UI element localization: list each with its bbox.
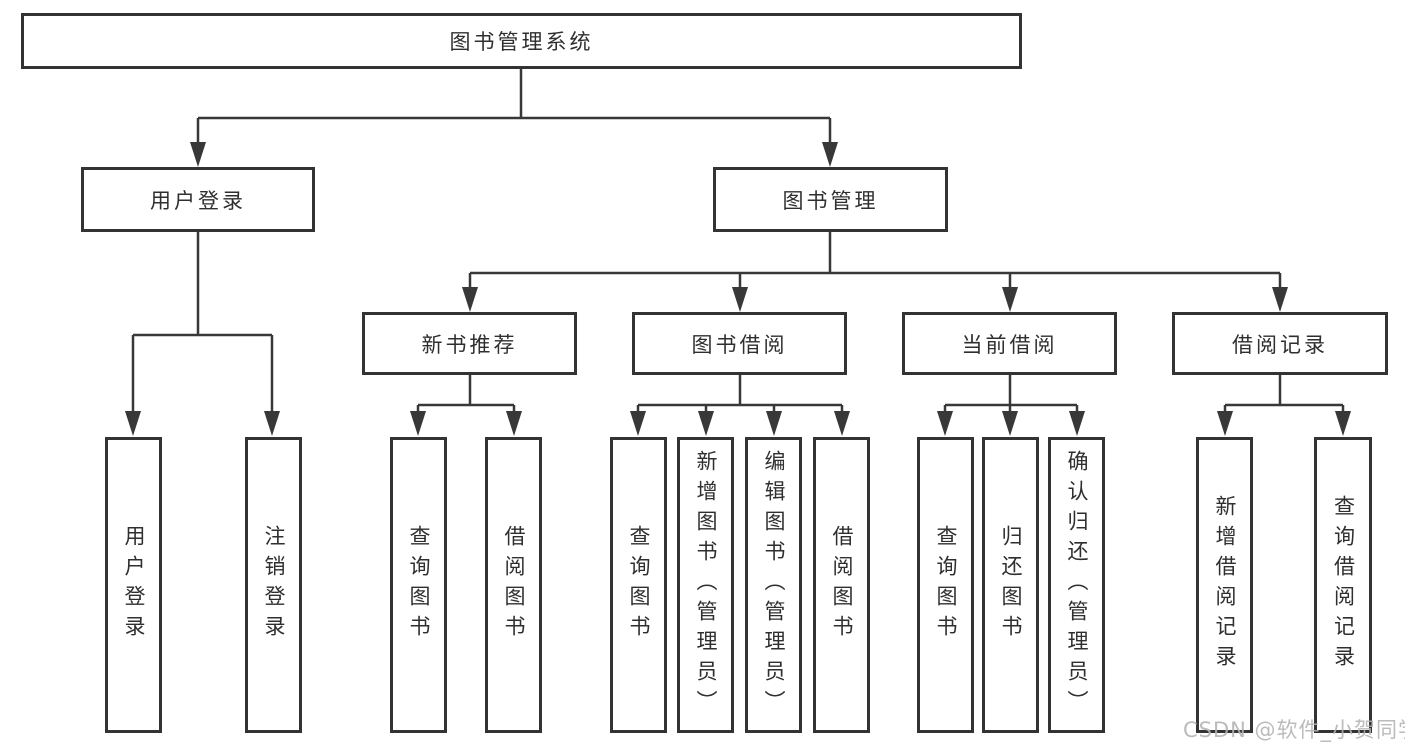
leaf-label: 确认归还（管理员）	[1065, 450, 1089, 720]
node-book-borrowing: 图书借阅	[632, 312, 847, 375]
leaf-logout: 注销登录	[245, 437, 302, 733]
leaf-label: 借阅图书	[502, 525, 526, 645]
leaf-label: 查询图书	[934, 525, 958, 645]
leaf-label: 查询图书	[627, 525, 651, 645]
leaf-label: 注销登录	[262, 525, 286, 645]
leaf-label: 借阅图书	[830, 525, 854, 645]
leaf-label: 查询图书	[407, 525, 431, 645]
leaf-borrow-books-borrowing: 借阅图书	[813, 437, 870, 733]
node-current-borrowing: 当前借阅	[902, 312, 1117, 375]
leaf-label: 新增借阅记录	[1213, 495, 1237, 675]
leaf-label: 编辑图书（管理员）	[762, 450, 786, 720]
node-book-management: 图书管理	[713, 167, 948, 232]
leaf-label: 用户登录	[122, 525, 146, 645]
leaf-query-books-recommend: 查询图书	[390, 437, 447, 733]
leaf-user-login: 用户登录	[105, 437, 162, 733]
leaf-add-borrow-record: 新增借阅记录	[1196, 437, 1253, 733]
leaf-edit-book-admin: 编辑图书（管理员）	[745, 437, 802, 733]
leaf-label: 新增图书（管理员）	[694, 450, 718, 720]
node-library-management-system: 图书管理系统	[21, 13, 1022, 69]
leaf-query-books-borrowing: 查询图书	[610, 437, 667, 733]
leaf-confirm-return-admin: 确认归还（管理员）	[1048, 437, 1105, 733]
node-borrowing-records: 借阅记录	[1172, 312, 1388, 375]
leaf-label: 查询借阅记录	[1331, 495, 1356, 675]
leaf-add-book-admin: 新增图书（管理员）	[677, 437, 734, 733]
leaf-label: 归还图书	[999, 525, 1023, 645]
leaf-query-books-current: 查询图书	[917, 437, 974, 733]
watermark-csdn: CSDN @软件_小贺同学	[1183, 718, 1405, 742]
node-user-login: 用户登录	[81, 167, 315, 232]
leaf-borrow-books-recommend: 借阅图书	[485, 437, 542, 733]
leaf-return-book: 归还图书	[982, 437, 1039, 733]
node-new-book-recommendation: 新书推荐	[362, 312, 577, 375]
leaf-query-borrow-record: 查询借阅记录	[1314, 437, 1372, 733]
arrowheads	[125, 142, 1351, 436]
